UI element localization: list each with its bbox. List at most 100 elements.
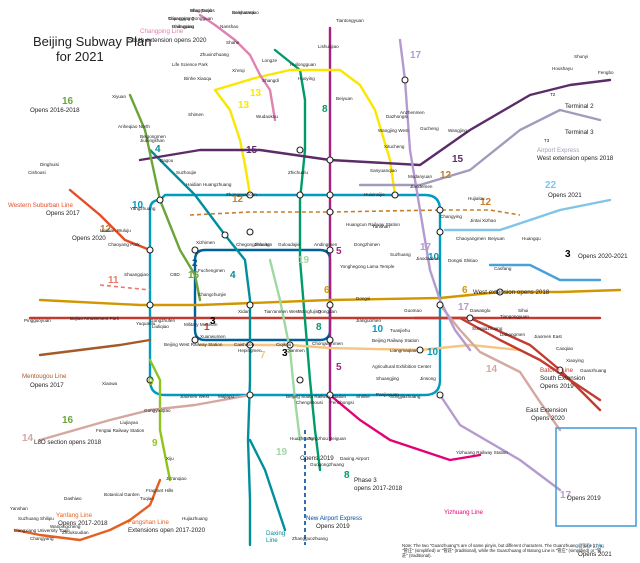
interchange-marker[interactable] xyxy=(326,246,334,254)
annotation-cbd-line: CBD Line xyxy=(578,543,605,550)
station-label: Beishaowa xyxy=(232,10,255,15)
station-label: Tiangongyuan xyxy=(500,314,529,319)
station-label: Dongsi Shitiao xyxy=(448,258,478,263)
interchange-marker[interactable] xyxy=(146,376,154,384)
station-label: Guloudajie xyxy=(278,242,300,247)
annotation-yanfang-year: Opens 2017-2018 xyxy=(58,520,108,527)
annotation-opens-2019-17: Opens 2019 xyxy=(567,495,601,502)
interchange-marker[interactable] xyxy=(466,314,474,322)
annotation-daxing-line: Line xyxy=(266,537,278,544)
line-number-8: 8 xyxy=(344,470,350,481)
interchange-marker[interactable] xyxy=(246,301,254,309)
line-number-8: 8 xyxy=(316,322,322,333)
station-label: Shahe xyxy=(226,40,240,45)
station-label: Sihui xyxy=(518,308,528,313)
interchange-marker[interactable] xyxy=(191,246,199,254)
annotation-batong-ext: South Extension xyxy=(540,375,586,382)
interchange-marker[interactable] xyxy=(401,76,409,84)
line-number-4: 4 xyxy=(230,270,236,281)
station-label: Jianguomen xyxy=(356,318,381,323)
station-label: Suzhoujie xyxy=(176,170,197,175)
station-label: Beiyuan xyxy=(488,236,505,241)
station-label: Wanpingcheng xyxy=(50,524,81,529)
station-label: Xi'erqi xyxy=(232,68,245,73)
station-label: Changchunjie xyxy=(198,292,227,297)
station-label: Pingguoyuan xyxy=(24,318,51,323)
line-number-5: 5 xyxy=(336,246,342,257)
station-label: Chaoyang Park xyxy=(108,242,140,247)
line-number-17: 17 xyxy=(420,242,432,253)
station-label: Dinghuisi xyxy=(40,162,59,167)
interchange-marker[interactable] xyxy=(436,206,444,214)
interchange-marker[interactable] xyxy=(326,208,334,216)
interchange-marker[interactable] xyxy=(246,341,254,349)
interchange-marker[interactable] xyxy=(326,336,334,344)
station-label: Fenzhongsi xyxy=(330,400,354,405)
line-number-13: 13 xyxy=(250,88,262,99)
station-label: Guogongzhuang xyxy=(310,462,344,467)
interchange-marker[interactable] xyxy=(246,191,254,199)
interchange-marker[interactable] xyxy=(296,146,304,154)
station-label: Majiapu xyxy=(218,394,235,399)
interchange-marker[interactable] xyxy=(246,391,254,399)
interchange-marker[interactable] xyxy=(496,288,504,296)
interchange-marker[interactable] xyxy=(246,228,254,236)
annotation-opens-2020-12: Opens 2020 xyxy=(72,235,106,242)
annotation-new-airport-express: New Airport Express xyxy=(306,515,362,522)
station-label: Huilongguan xyxy=(290,62,316,67)
station-label: CBD xyxy=(170,272,180,277)
station-label: Lishuiqiao xyxy=(318,44,339,49)
line-number-16: 16 xyxy=(62,96,74,107)
line-path-l8-6 xyxy=(273,48,322,472)
annotation-east-extension-year: Opens 2020 xyxy=(531,415,565,422)
interchange-marker[interactable] xyxy=(326,156,334,164)
line-path-l15-9 xyxy=(138,78,612,167)
line-path-l14-17 xyxy=(38,393,252,442)
station-label: Dazhongsi xyxy=(386,114,408,119)
interchange-marker[interactable] xyxy=(436,391,444,399)
station-label: Xidan xyxy=(238,309,250,314)
interchange-marker[interactable] xyxy=(146,301,154,309)
line-path-l9-13 xyxy=(148,358,172,482)
map-title-line-2: for 2021 xyxy=(56,49,104,64)
annotation-fangshan-ext: Extensions open 2017-2020 xyxy=(128,527,206,534)
annotation-l8o-section: L8O section opens 2018 xyxy=(34,439,102,446)
station-label: Liuliqiao xyxy=(152,324,169,329)
line-path-l22-22 xyxy=(443,198,612,232)
interchange-marker[interactable] xyxy=(221,231,229,239)
line-path-changping-23 xyxy=(198,13,277,122)
interchange-marker[interactable] xyxy=(191,336,199,344)
station-label: Sanyuanqiao xyxy=(232,10,259,15)
station-label: Mudanyuan xyxy=(408,174,432,179)
interchange-marker[interactable] xyxy=(436,228,444,236)
interchange-marker[interactable] xyxy=(146,246,154,254)
interchange-marker[interactable] xyxy=(391,191,399,199)
line-number-6: 6 xyxy=(324,285,330,296)
interchange-marker[interactable] xyxy=(296,191,304,199)
interchange-marker[interactable] xyxy=(326,191,334,199)
annotation-terminal-2: Terminal 2 xyxy=(565,103,594,110)
line-number-4: 4 xyxy=(155,144,161,155)
interchange-marker[interactable] xyxy=(156,196,164,204)
interchange-marker[interactable] xyxy=(436,301,444,309)
station-label: Bajiao Amusement Park xyxy=(70,316,120,321)
interchange-marker[interactable] xyxy=(416,346,424,354)
interchange-marker[interactable] xyxy=(556,366,564,374)
station-label: Xiaoying xyxy=(566,358,584,363)
station-label: Haidian Wuluju xyxy=(100,228,131,233)
station-label: Songjiazhuang xyxy=(390,394,421,399)
interchange-marker[interactable] xyxy=(326,301,334,309)
annotation-western-suburban-year: Opens 2017 xyxy=(46,210,80,217)
station-label: Fengbo xyxy=(598,70,614,75)
station-label: Bagou xyxy=(160,158,174,163)
station-label: Fengtai Railway Station xyxy=(96,428,145,433)
station-label: Zhongguancun xyxy=(226,192,257,197)
interchange-marker[interactable] xyxy=(296,376,304,384)
station-label: Military Museum xyxy=(184,322,218,327)
station-label: Tian'anmen West xyxy=(264,309,300,314)
station-label: Caishikou xyxy=(234,342,255,347)
interchange-marker[interactable] xyxy=(326,391,334,399)
line-number-16: 16 xyxy=(188,270,200,281)
interchange-marker[interactable] xyxy=(286,341,294,349)
